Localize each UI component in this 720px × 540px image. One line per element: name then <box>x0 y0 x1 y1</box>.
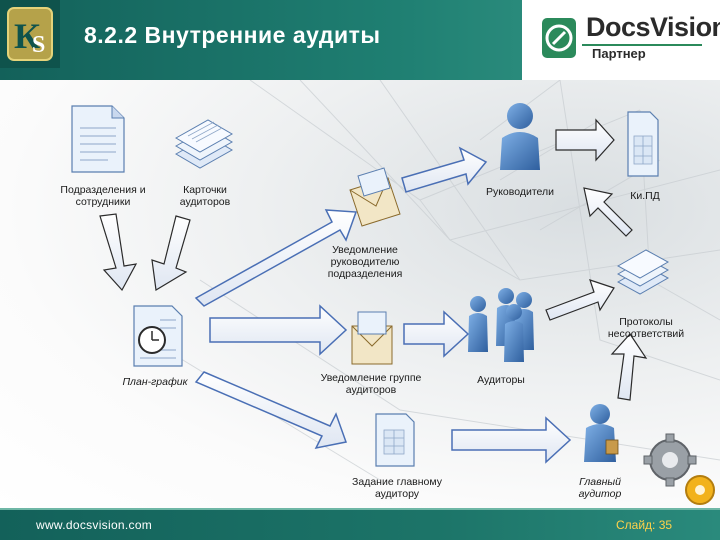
ks-logo-icon: К S <box>7 7 53 61</box>
auditors-label: Аудиторы <box>477 374 525 386</box>
kipd-document-icon <box>627 111 659 177</box>
arrow-schedule-to-task <box>194 371 347 450</box>
slide-title: 8.2.2 Внутренние аудиты <box>84 22 381 48</box>
schedule-label: План-график <box>122 376 188 388</box>
ks-logo: К S <box>0 0 60 68</box>
arrow-nonconformity-to-heads <box>583 187 633 237</box>
auditor-cards-icon <box>174 119 234 169</box>
head-person-icon <box>500 103 540 170</box>
notify-group-label: Уведомление группе аудиторов <box>320 372 422 396</box>
kipd-label: Ки.ПД <box>630 190 660 202</box>
arrow-schedule-to-notify-group <box>209 304 348 356</box>
notify-group-envelope-icon <box>351 311 393 365</box>
arrow-schedule-to-notify-head <box>194 209 358 307</box>
footer-url[interactable]: www.docsvision.com <box>36 518 153 532</box>
nonconformity-label: Протоколы несоответствий <box>607 316 685 340</box>
svg-text:К: К <box>14 16 40 56</box>
slide-number: Слайд: 35 <box>616 518 673 532</box>
departments-document-icon <box>71 105 125 173</box>
departments-label: Подразделения и сотрудники <box>60 184 146 208</box>
arrow-notify-group-to-auditors <box>403 310 470 358</box>
brand-subtitle: Партнер <box>592 46 646 61</box>
notify-head-label: Уведомление руководителю подразделения <box>327 244 403 280</box>
footer-bar: www.docsvision.com Слайд: 35 <box>0 508 720 540</box>
svg-text:S: S <box>32 32 45 58</box>
notify-head-envelope-icon <box>349 167 401 227</box>
auditors-group-icon <box>468 288 534 362</box>
task-lead-label: Задание главному аудитору <box>352 476 442 500</box>
task-document-icon <box>375 413 415 467</box>
schedule-document-icon <box>133 305 183 367</box>
lead-auditor-label: Главный аудитор <box>578 476 622 500</box>
arrow-heads-to-kipd <box>555 118 615 162</box>
heads-label: Руководители <box>485 186 555 198</box>
brand-panel <box>522 0 720 80</box>
brand-underline <box>582 44 702 46</box>
arrow-auditors-to-nonconformity <box>545 279 615 321</box>
arrow-task-to-lead-auditor <box>451 416 572 464</box>
docsvision-logo-icon <box>542 18 576 58</box>
arrow-lead-to-nonconformity <box>610 333 648 401</box>
lead-auditor-icon <box>584 404 619 462</box>
arrow-cards-to-schedule <box>151 215 191 291</box>
arrow-notify-head-to-heads <box>401 146 488 193</box>
auditor-cards-label: Карточки аудиторов <box>179 184 231 208</box>
brand-name: DocsVision <box>586 12 720 42</box>
nonconformity-cards-icon <box>616 249 670 295</box>
gears-icon <box>643 433 715 505</box>
arrow-departments-to-schedule <box>99 213 138 292</box>
